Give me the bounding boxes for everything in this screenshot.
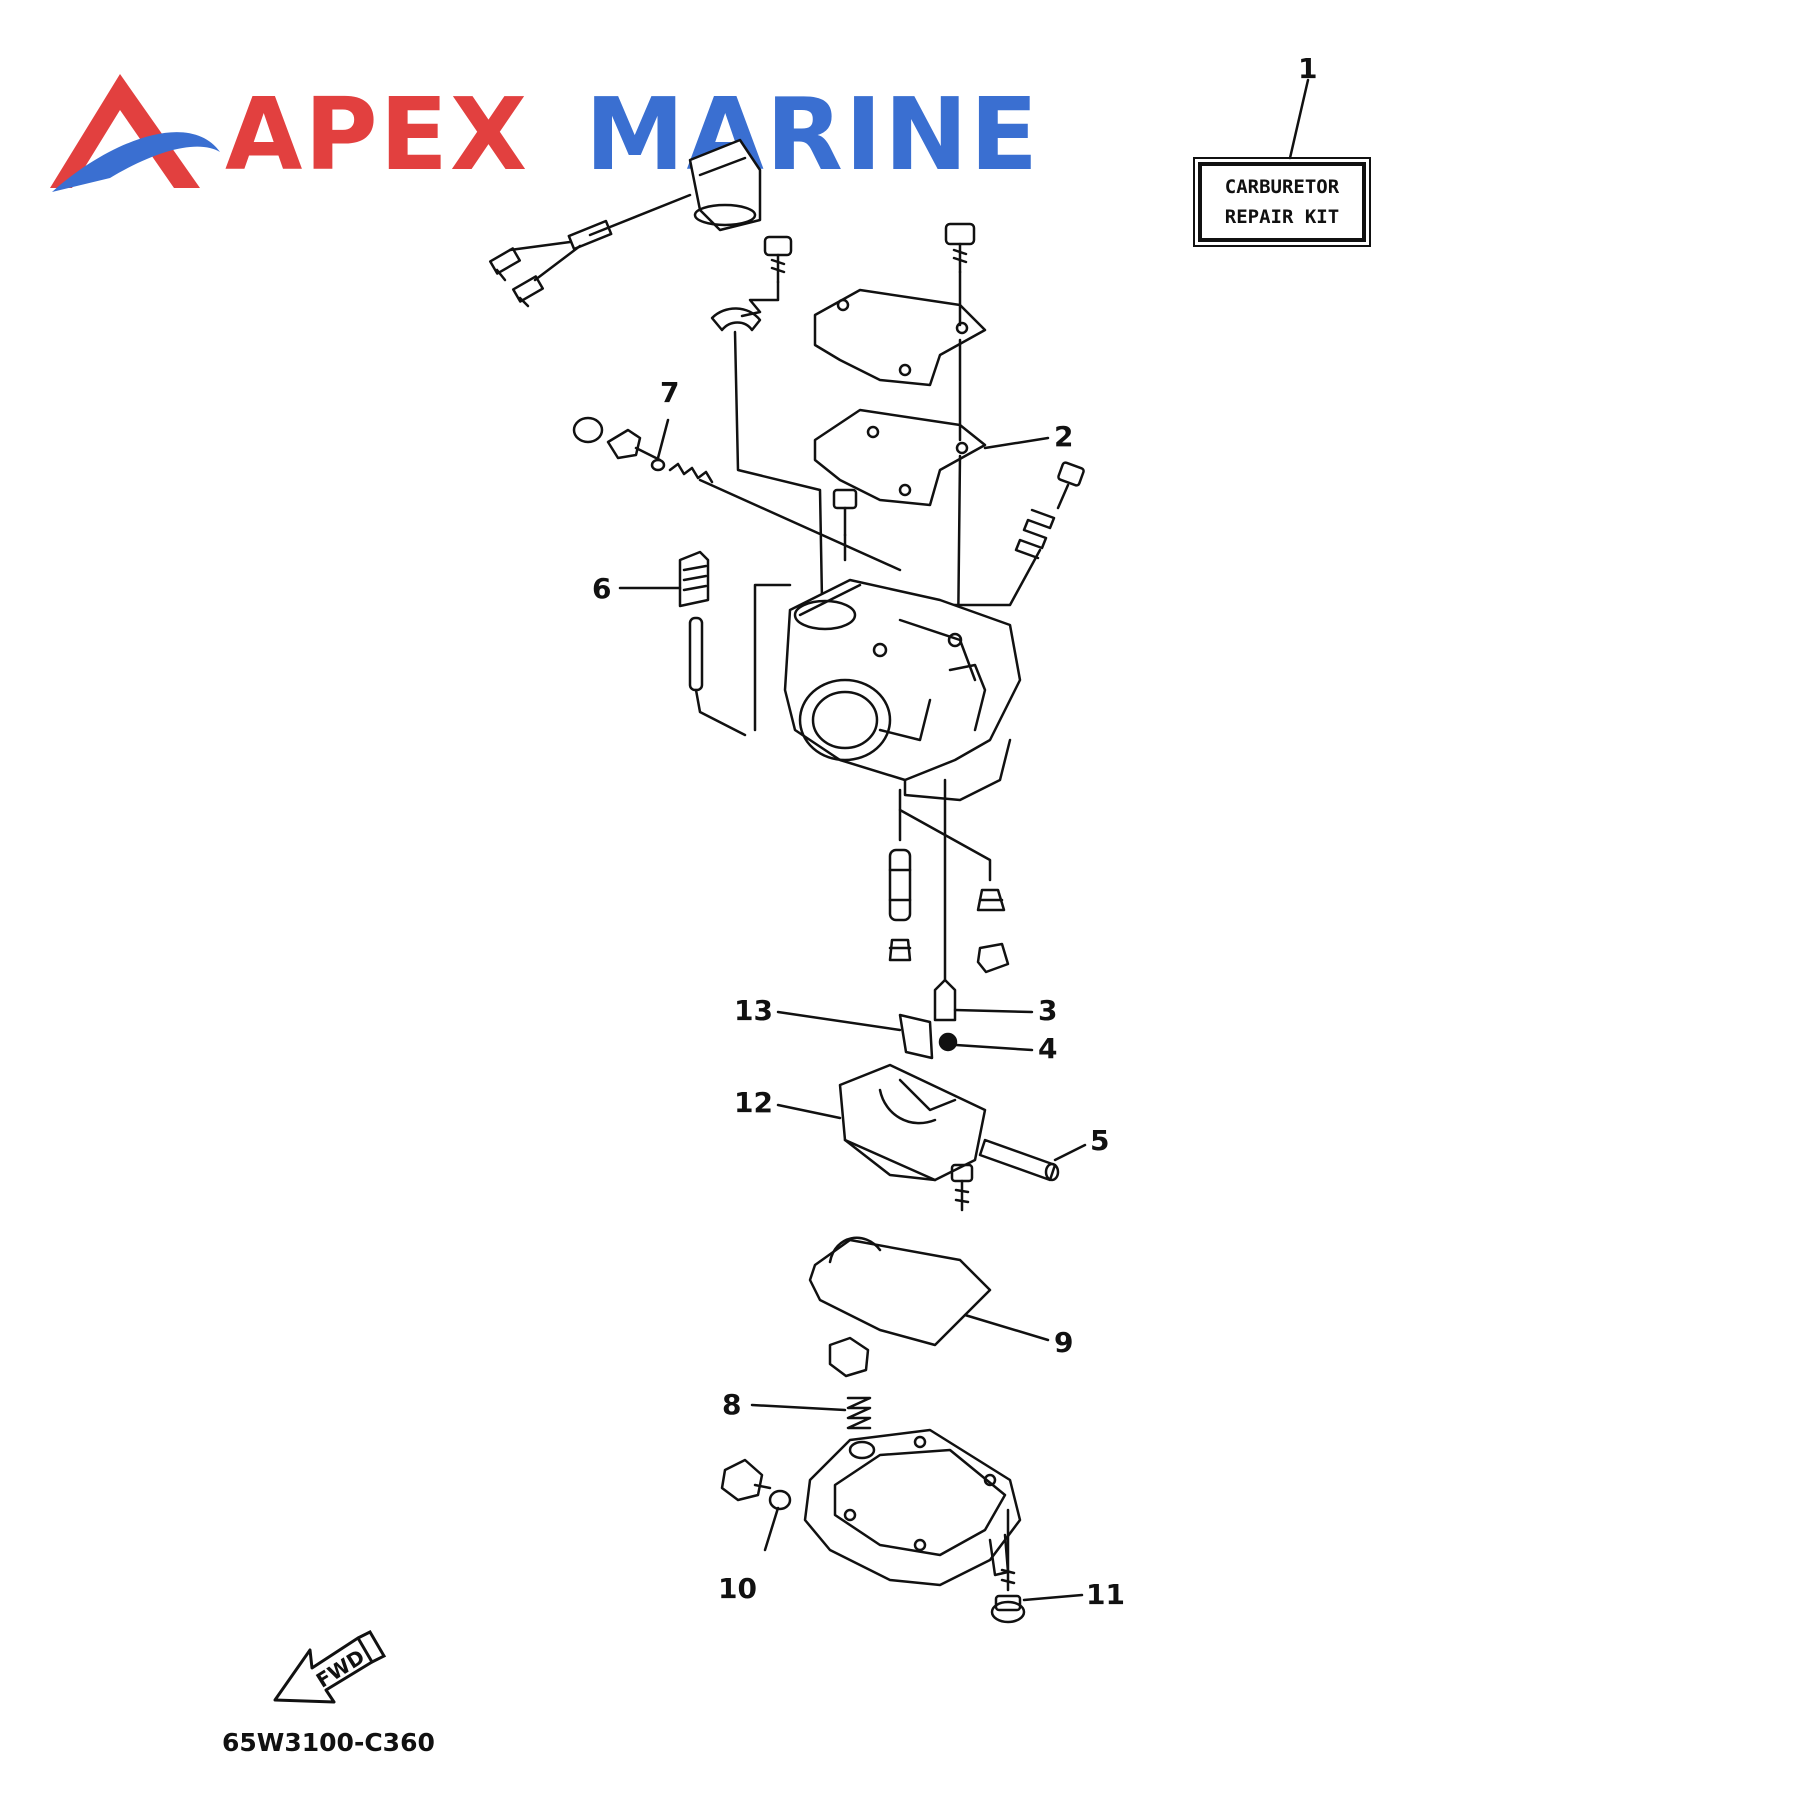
main-nozzle — [688, 616, 747, 737]
callout-11: 11 — [1086, 1578, 1125, 1611]
float — [838, 1063, 987, 1182]
kit-label-line1: CARBURETOR — [1224, 176, 1340, 198]
throttle-stop-screw — [933, 461, 1085, 607]
brand-logo: APEX MARINE — [50, 70, 1050, 200]
pilot-screw-assembly — [572, 416, 902, 572]
kit-label-line2: REPAIR KIT — [1224, 206, 1340, 228]
washer — [768, 1489, 792, 1511]
spring — [846, 1396, 872, 1430]
callout-9: 9 — [1054, 1326, 1073, 1359]
brand-name-marine: MARINE — [585, 76, 1041, 193]
callout-4: 4 — [1038, 1032, 1057, 1065]
gasket-2 — [813, 408, 987, 507]
pilot-jet — [888, 848, 912, 962]
choke-solenoid — [488, 138, 762, 308]
valve-pin — [938, 1032, 958, 1052]
callout-1: 1 — [1298, 52, 1317, 85]
screw-top-left — [740, 235, 793, 318]
carburetor-body — [783, 578, 1022, 802]
main-jet — [678, 550, 710, 608]
brand-name-apex: APEX — [225, 76, 530, 193]
callout-12: 12 — [734, 1086, 773, 1119]
part-reference-code: 65W3100-C360 — [222, 1728, 435, 1757]
drain-screw — [720, 1458, 772, 1502]
callout-7: 7 — [660, 376, 679, 409]
brand-logo-mark-icon — [50, 74, 220, 192]
carburetor-repair-kit-label: CARBURETOR REPAIR KIT — [1193, 157, 1371, 247]
bowl-screw — [990, 1508, 1026, 1624]
float-bowl-gasket — [808, 1238, 992, 1347]
screw-center — [832, 488, 858, 562]
callout-8: 8 — [722, 1388, 741, 1421]
forward-direction-arrow-icon: FWD — [273, 1630, 387, 1704]
callout-6: 6 — [592, 572, 611, 605]
callout-5: 5 — [1090, 1124, 1109, 1157]
screw-top-right — [944, 222, 976, 327]
float-pin — [978, 1138, 1057, 1182]
clip-13 — [898, 1013, 934, 1060]
upper-plate — [813, 288, 987, 387]
callout-3: 3 — [1038, 994, 1057, 1027]
callout-13: 13 — [734, 994, 773, 1027]
drain-plug-seal — [828, 1336, 870, 1378]
callout-2: 2 — [1054, 420, 1073, 453]
jet-right — [976, 888, 1010, 974]
float-screw — [950, 1163, 974, 1212]
needle-valve — [933, 978, 957, 1022]
clip-part — [710, 307, 762, 332]
callout-10: 10 — [718, 1572, 757, 1605]
float-bowl — [803, 1428, 1022, 1587]
